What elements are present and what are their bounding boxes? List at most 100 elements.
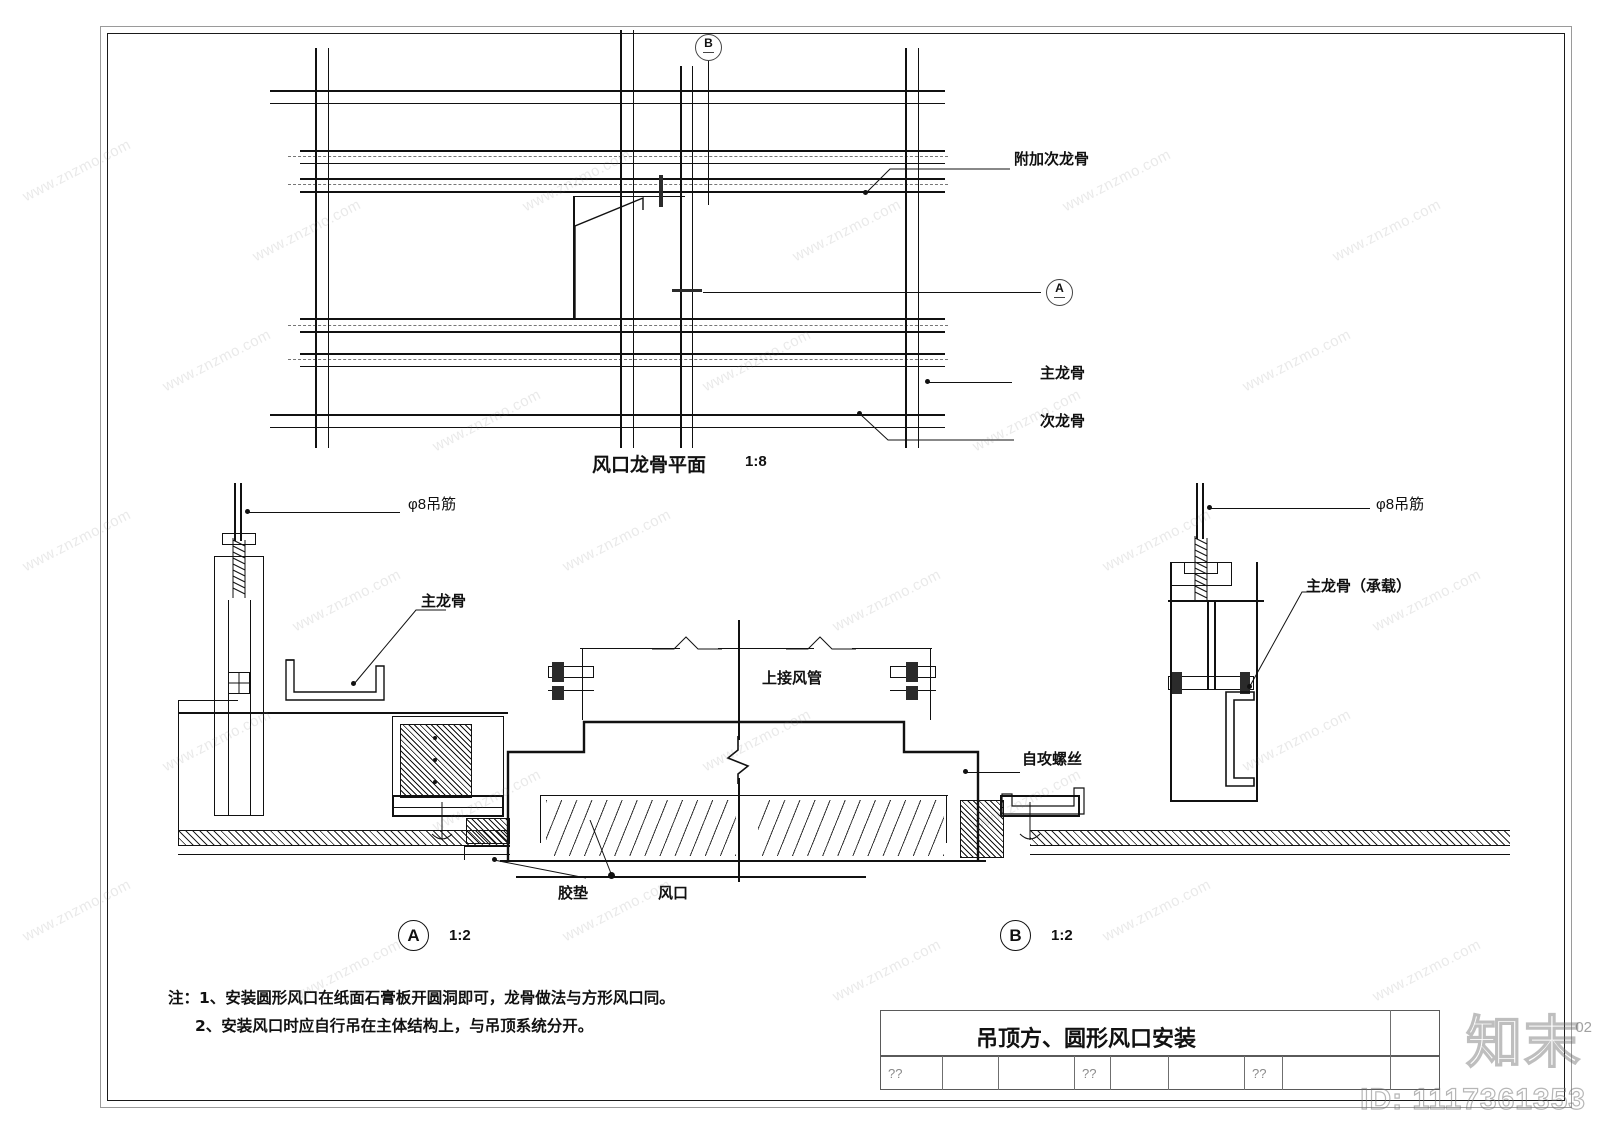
detail-tag-a[interactable]: A <box>398 920 429 951</box>
plan-keel-dash-2 <box>288 184 948 185</box>
vent-axis-lower <box>738 778 740 882</box>
detail-a-board-dot-3 <box>433 780 437 784</box>
plan-keel-h1-bot <box>270 103 945 104</box>
detail-b-bracket-top <box>1170 562 1232 586</box>
leader-dot-hanger-rod-a <box>245 509 250 514</box>
ceiling-board-left <box>178 830 510 846</box>
section-tag-a-letter: A <box>1055 281 1064 295</box>
tb-divider-2 <box>998 1056 999 1090</box>
title-block-title-row <box>880 1010 1440 1056</box>
leader-dot-gasket <box>492 857 497 862</box>
detail-tag-b-letter: B <box>1009 926 1022 945</box>
plan-tag-b-leader <box>708 60 709 205</box>
ceiling-board-right-underline <box>1030 854 1510 855</box>
plan-keel-v3b <box>692 66 693 448</box>
duct-break-left <box>652 634 724 654</box>
leader-main-keel-a <box>340 596 448 688</box>
vent-inner-right <box>946 795 947 843</box>
label-upper-duct: 上接风管 <box>762 669 823 687</box>
detail-a-gasket-left <box>466 818 510 844</box>
duct-bolt-right <box>906 662 918 682</box>
section-tag-b-bar <box>703 52 714 53</box>
title-block-cell-3: ?? <box>1082 1066 1097 1081</box>
section-tag-a[interactable]: A <box>1046 279 1073 306</box>
plan-view-scale: 1:8 <box>745 453 767 470</box>
sheet-border-outer <box>100 26 1572 1108</box>
plan-view-title: 风口龙骨平面 <box>592 454 707 476</box>
detail-a-ceiling-line <box>178 712 508 714</box>
vent-axis-upper <box>738 620 740 740</box>
detail-b-thread <box>1190 536 1212 604</box>
plan-connector-tick-1 <box>659 175 663 207</box>
duct-flange-left-b <box>548 690 594 691</box>
leader-dot-main-keel-b <box>1247 684 1252 689</box>
vent-bottom <box>500 860 986 862</box>
vent-inner-left <box>540 795 541 843</box>
leader-additional-keel <box>862 155 1012 197</box>
duct-wall-left <box>582 648 583 720</box>
vent-louvre-left <box>546 800 736 856</box>
detail-a-board-dot-1 <box>433 736 437 740</box>
plan-keel-dash-1 <box>288 156 948 157</box>
plan-keel-v1b <box>328 48 329 448</box>
tb-divider-8 <box>1390 1010 1391 1090</box>
plan-keel-v2b <box>633 30 634 448</box>
tb-divider-1 <box>942 1056 943 1090</box>
detail-b-right-edge <box>1256 562 1258 802</box>
detail-a-hanger-inner-right <box>250 600 251 816</box>
detail-a-slab-top <box>178 700 238 701</box>
detail-b-plate <box>1168 600 1264 602</box>
label-self-tapping-screw: 自攻螺丝 <box>1022 750 1083 768</box>
tb-divider-6 <box>1244 1056 1245 1090</box>
leader-dot-main-keel-a <box>351 681 356 686</box>
leader-main-keel-plan <box>928 382 1012 383</box>
plan-keel-v3a <box>680 66 682 448</box>
section-tag-b[interactable]: B <box>695 34 722 61</box>
tb-divider-7 <box>1282 1056 1283 1090</box>
detail-b-stem <box>1207 600 1209 690</box>
plan-label-additional-keel: 附加次龙骨 <box>1014 150 1090 168</box>
tb-divider-4 <box>1110 1056 1111 1090</box>
detail-a-hanger-inner-left <box>228 600 229 816</box>
plan-keel-v4a <box>905 48 907 448</box>
detail-b-carrying-keel <box>1200 690 1258 798</box>
sheet-number: 02 <box>1575 1019 1592 1036</box>
detail-a-board-assembly <box>392 716 504 808</box>
detail-a-hanger-bolt-cross <box>228 672 250 694</box>
duct-break-right <box>786 634 858 654</box>
detail-b-stem-2 <box>1214 600 1216 690</box>
plan-keel-h6-top <box>270 414 945 416</box>
leader-screw <box>966 772 1020 773</box>
plan-opening-top <box>573 196 685 197</box>
detail-a-vent-frame-left <box>392 795 504 817</box>
detail-b-hanger-rod <box>1196 483 1198 539</box>
duct-wall-right <box>930 648 931 720</box>
detail-a-hanger-rod <box>234 483 236 541</box>
plan-keel-h5-bot <box>300 366 945 367</box>
duct-top-right <box>852 648 932 649</box>
leader-baseline-bottom <box>516 876 866 878</box>
plan-connector-tick-2 <box>672 289 702 292</box>
detail-tag-a-letter: A <box>407 926 420 945</box>
plan-keel-h5-top <box>300 353 945 355</box>
plan-keel-dash-4 <box>288 359 948 360</box>
detail-b-clip <box>1168 676 1254 690</box>
detail-a-slab-edge <box>178 700 179 846</box>
plan-keel-h6-bot <box>270 427 945 428</box>
section-tag-a-bar <box>1054 297 1065 298</box>
detail-tag-b[interactable]: B <box>1000 920 1031 951</box>
section-tag-b-letter: B <box>704 36 713 50</box>
vent-louvre-right <box>758 800 944 856</box>
leader-hanger-rod-a <box>248 512 400 513</box>
plan-tag-a-leader <box>703 292 1041 293</box>
title-block-title: 吊顶方、圆形风口安装 <box>976 1027 1197 1052</box>
tb-divider-5 <box>1168 1056 1169 1090</box>
duct-bolt-left-b <box>552 686 564 700</box>
screw-right <box>1006 800 1066 844</box>
plan-opening-left <box>573 196 575 320</box>
plan-keel-v2a <box>620 30 622 448</box>
plan-keel-h2-bot <box>300 163 945 164</box>
detail-a-nut <box>222 533 256 545</box>
detail-b-bolt-left <box>1172 672 1182 694</box>
